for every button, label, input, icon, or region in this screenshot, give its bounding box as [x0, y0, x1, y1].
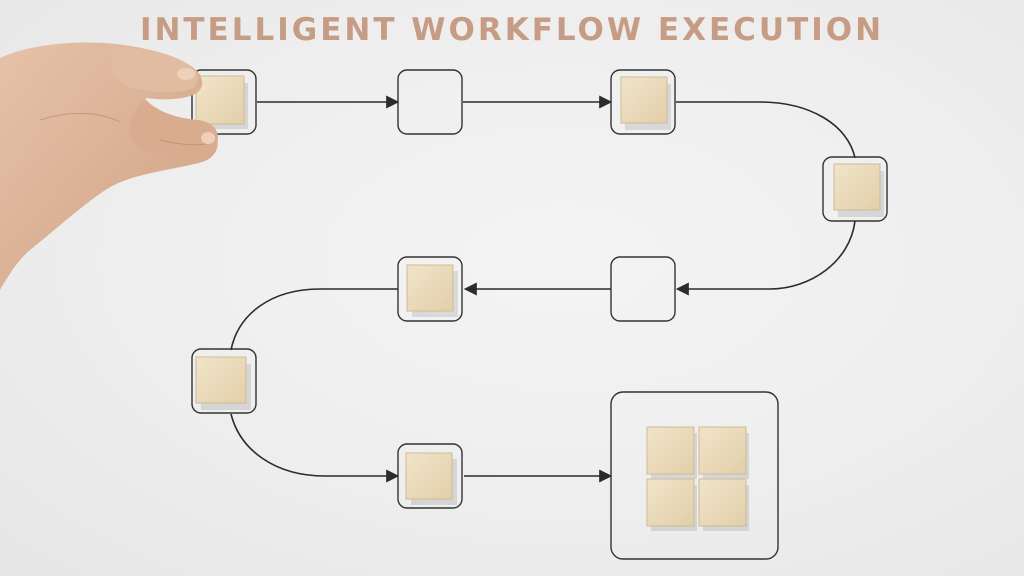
hand-thumbnail: [177, 68, 195, 80]
hand-finger: [129, 100, 218, 159]
workflow-connectors: [230, 95, 856, 483]
step-8-frame: [397, 443, 463, 509]
goal-frame: [610, 391, 779, 560]
step-6-frame: [397, 256, 463, 322]
step-8-block: [405, 452, 457, 505]
goal-blocks: [646, 426, 749, 531]
step-5-frame: [610, 256, 676, 322]
step-7-frame: [191, 348, 257, 414]
hand-finger-crease: [159, 139, 207, 146]
goal-block-3: [646, 478, 695, 527]
hand-fingernail: [201, 132, 215, 144]
step-4-frame: [822, 156, 888, 222]
connector-7-8: [230, 413, 400, 483]
step-1-frame: [191, 69, 257, 135]
connector-6-7: [230, 288, 398, 351]
connector-4-5: [675, 220, 856, 296]
goal-block-4: [698, 478, 747, 527]
goal-block-1: [646, 426, 695, 475]
goal-block-2: [698, 426, 747, 475]
hand-knuckle-shade: [39, 112, 121, 123]
hand-thumb: [111, 47, 198, 93]
workflow-frames: [191, 69, 888, 560]
step-3-block: [620, 76, 671, 130]
step-3-frame: [610, 69, 676, 135]
hand-palm: [0, 42, 218, 290]
step-1-block: [195, 75, 248, 129]
step-7-block: [195, 356, 251, 410]
step-2-frame: [397, 69, 463, 135]
connector-3-4: [676, 101, 856, 159]
step-4-block: [833, 163, 884, 217]
step-6-block: [406, 264, 458, 317]
wooden-blocks: [195, 75, 884, 531]
headline-title: INTELLIGENT WORKFLOW EXECUTION: [139, 12, 885, 48]
hand: [0, 42, 218, 290]
